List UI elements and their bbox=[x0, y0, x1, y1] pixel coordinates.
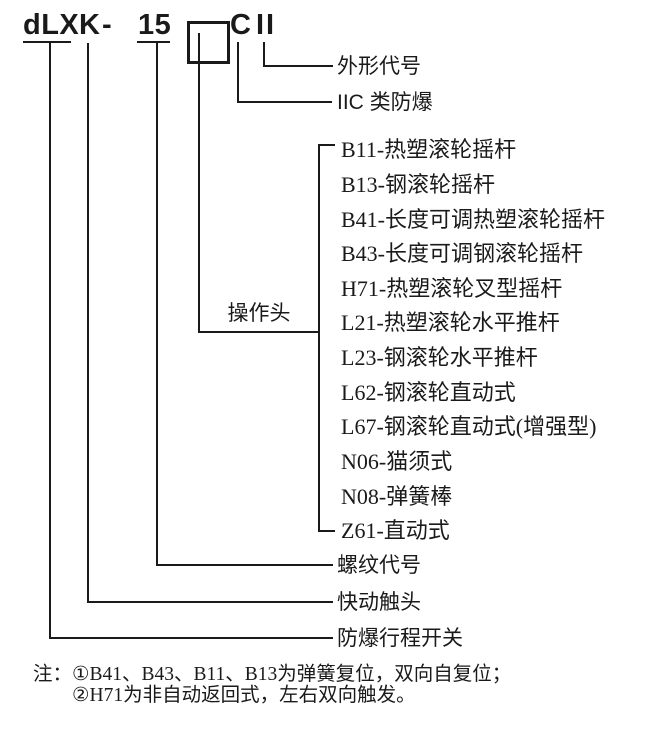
operating-head-list: B11-热塑滚轮摇杆 B13-钢滚轮摇杆 B41-长度可调热塑滚轮摇杆 B43-… bbox=[341, 131, 605, 547]
head-list-item: L21-热塑滚轮水平推杆 bbox=[341, 310, 560, 336]
head-list-item: B41-长度可调热塑滚轮摇杆 bbox=[341, 206, 606, 232]
footnote-line: ②H71为非自动返回式，左右双向触发。 bbox=[72, 685, 416, 706]
series-connector-vertical bbox=[49, 43, 51, 639]
contact-connector-vertical bbox=[87, 43, 89, 603]
label-switch-type: 防爆行程开关 bbox=[337, 627, 463, 650]
label-explosion-class: IIC 类防爆 bbox=[337, 91, 433, 114]
label-contact-type: 快动触头 bbox=[337, 591, 421, 614]
code-series: dLX bbox=[23, 9, 80, 41]
head-list-item: L67-钢滚轮直动式(增强型) bbox=[341, 414, 597, 440]
shape-connector-vertical bbox=[263, 42, 265, 67]
contact-connector-horizontal bbox=[87, 601, 333, 603]
underline-thread bbox=[137, 41, 170, 43]
thread-connector-horizontal bbox=[156, 564, 333, 566]
label-operating-head: 操作头 bbox=[227, 302, 291, 325]
underline-series bbox=[23, 41, 71, 43]
head-list-item: N08-弹簧棒 bbox=[341, 483, 453, 509]
class-connector-vertical bbox=[237, 42, 239, 103]
head-list-item: B13-钢滚轮摇杆 bbox=[341, 171, 496, 197]
label-shape-code: 外形代号 bbox=[337, 55, 421, 78]
code-contact: K bbox=[79, 9, 101, 41]
head-list-bracket-top-tick bbox=[318, 144, 335, 146]
head-connector-horizontal bbox=[198, 331, 320, 333]
shape-connector-horizontal bbox=[263, 65, 333, 67]
head-list-bracket-vertical bbox=[318, 144, 320, 532]
series-connector-horizontal bbox=[49, 637, 333, 639]
label-thread-code: 螺纹代号 bbox=[337, 554, 421, 577]
code-shape: II bbox=[256, 9, 277, 41]
footnote: 注： ①B41、B43、B11、B13为弹簧复位，双向自复位； ②H71为非自动… bbox=[33, 664, 511, 706]
class-connector-horizontal bbox=[237, 101, 332, 103]
head-list-item: B11-热塑滚轮摇杆 bbox=[341, 137, 517, 163]
head-list-item: B43-长度可调钢滚轮摇杆 bbox=[341, 241, 584, 267]
head-list-bracket-bottom-tick bbox=[318, 530, 335, 532]
head-list-item: N06-猫须式 bbox=[341, 448, 453, 474]
thread-connector-vertical bbox=[156, 43, 158, 566]
code-dash: - bbox=[102, 9, 113, 41]
footnote-prefix: 注： bbox=[33, 664, 73, 685]
head-list-item: Z61-直动式 bbox=[341, 518, 450, 544]
head-connector-vertical bbox=[198, 33, 200, 333]
code-class: C bbox=[230, 9, 252, 41]
code-thread: 15 bbox=[138, 9, 172, 41]
head-placeholder-box bbox=[187, 21, 230, 64]
head-list-item: L62-钢滚轮直动式 bbox=[341, 379, 516, 405]
head-list-item: H71-热塑滚轮叉型摇杆 bbox=[341, 275, 563, 301]
head-list-item: L23-钢滚轮水平推杆 bbox=[341, 345, 538, 371]
footnote-line: ①B41、B43、B11、B13为弹簧复位，双向自复位； bbox=[72, 664, 512, 685]
